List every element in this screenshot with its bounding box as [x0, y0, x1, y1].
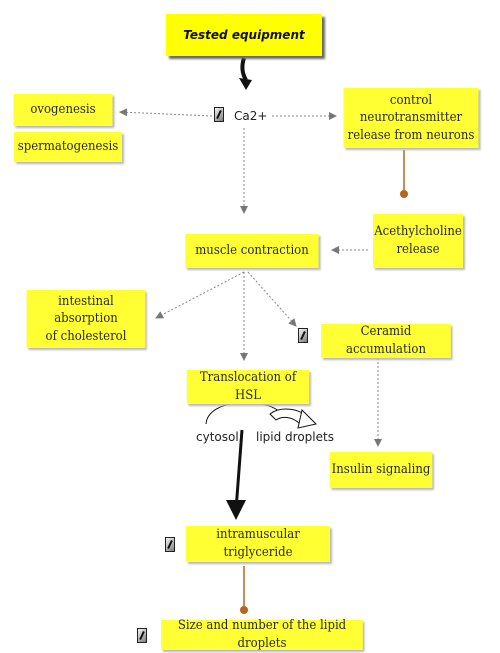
- neurotransmitter-node: control neurotransmitter release from ne…: [343, 88, 479, 148]
- equipment-to-ca2-arrow: [239, 57, 252, 90]
- droplets-size-label: Size and number of the lipid droplets: [177, 618, 347, 651]
- triglyceride-marker-icon: [165, 537, 175, 552]
- neurotransmitter-to-acetylcholine-link: [400, 150, 408, 198]
- ceramid-label: Ceramid accumulation: [346, 324, 426, 357]
- ca2-to-ovogenesis-arrow: [119, 108, 213, 117]
- spermatogenesis-label: spermatogenesis: [17, 139, 119, 155]
- ceramid-node: Ceramid accumulation: [321, 324, 451, 358]
- acetylcholine-label-2: release: [396, 242, 440, 257]
- ovogenesis-label: ovogenesis: [30, 102, 96, 118]
- cholesterol-label-1: intestinal absorption: [54, 293, 118, 327]
- muscle-to-cholesterol-arrow: [155, 271, 245, 319]
- triglyceride-label: intramuscular triglyceride: [216, 527, 300, 560]
- hsl-node: Translocation of HSL: [186, 370, 310, 404]
- tested-equipment-node: Tested equipment: [166, 14, 322, 56]
- tested-equipment-label: Tested equipment: [183, 28, 305, 42]
- hsl-label: Translocation of HSL: [199, 370, 297, 403]
- muscle-contraction-node: muscle contraction: [185, 234, 319, 268]
- triglyceride-node: intramuscular triglyceride: [186, 526, 330, 562]
- insulin-node: Insulin signaling: [329, 452, 433, 488]
- droplets-marker-icon: [137, 628, 147, 643]
- neurotransmitter-label-1: control neurotransmitter: [359, 92, 463, 126]
- cholesterol-node: intestinal absorption of cholesterol: [26, 290, 146, 348]
- ca2-label: Ca2+: [234, 109, 268, 123]
- insulin-label: Insulin signaling: [331, 462, 431, 478]
- ovogenesis-node: ovogenesis: [13, 94, 113, 126]
- acetylcholine-label-1: Acethylcholine: [374, 224, 462, 240]
- ceramid-marker-icon: [298, 328, 308, 343]
- muscle-to-ceramid-arrow: [247, 271, 297, 327]
- cholesterol-label-2: of cholesterol: [45, 328, 127, 344]
- acetylcholine-node: Acethylcholine release: [373, 214, 463, 268]
- droplets-size-node: Size and number of the lipid droplets: [161, 618, 363, 651]
- translocation-curve-arrow: [205, 401, 317, 429]
- spermatogenesis-node: spermatogenesis: [14, 132, 122, 162]
- muscle-contraction-label: muscle contraction: [195, 243, 309, 259]
- triglyceride-to-droplets-link: [240, 566, 248, 614]
- hsl-to-triglyceride-arrow: [226, 429, 246, 520]
- cytosol-label: cytosol: [196, 430, 239, 444]
- ca2-marker-icon: [214, 107, 224, 122]
- neurotransmitter-label-2: release from neurons: [347, 127, 475, 143]
- lipid-droplets-label: lipid droplets: [256, 430, 334, 444]
